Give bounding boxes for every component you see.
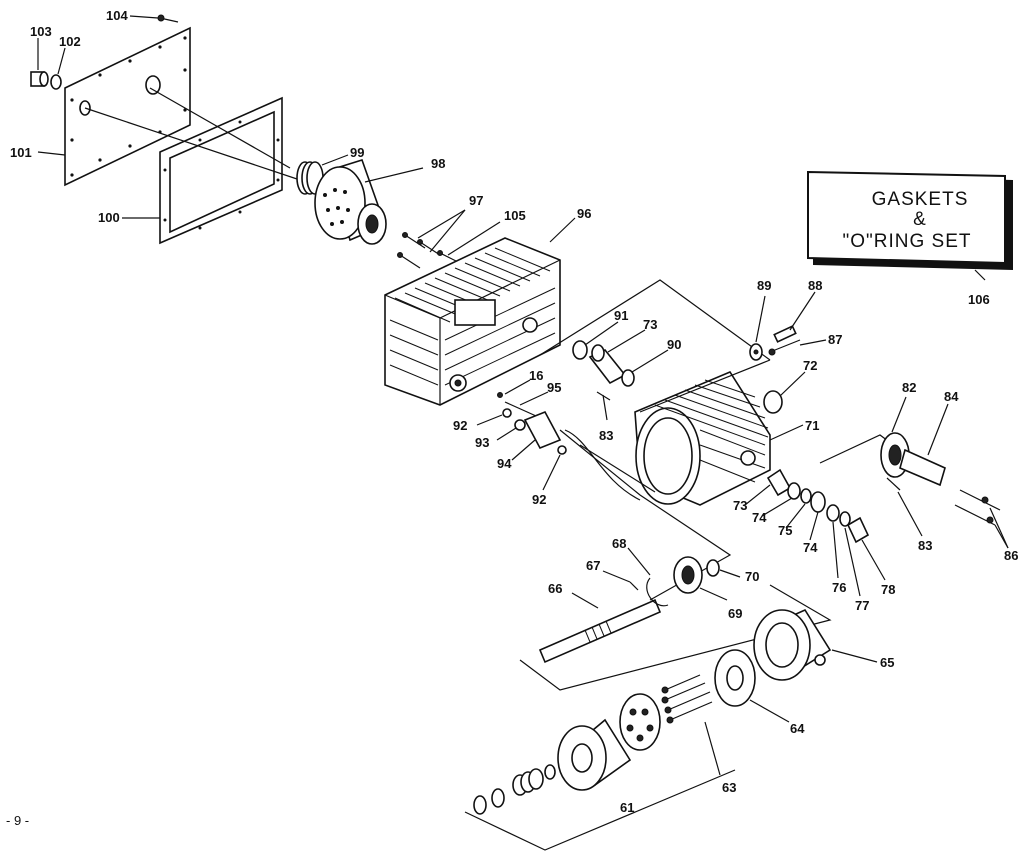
label-104: 104 [106, 8, 128, 23]
label-100: 100 [98, 210, 120, 225]
label-82: 82 [902, 380, 916, 395]
label-86: 86 [1004, 548, 1018, 563]
leader-lines [37, 15, 1009, 776]
kit-title-line2: & [913, 209, 927, 230]
label-61: 61 [620, 800, 634, 815]
label-103: 103 [30, 24, 52, 39]
label-88: 88 [808, 278, 822, 293]
page-number: - 9 - [6, 813, 29, 828]
alignment-line [149, 87, 291, 169]
label-72: 72 [803, 358, 817, 373]
part-number-labels: 103 102 104 101 100 99 98 97 105 96 89 8… [10, 8, 1018, 815]
label-78: 78 [881, 582, 895, 597]
label-66: 66 [548, 581, 562, 596]
label-70: 70 [745, 569, 759, 584]
label-74-b: 74 [803, 540, 818, 555]
filter-98 [314, 159, 387, 245]
cylinder-barrel-61 [557, 718, 632, 791]
label-83-upper: 83 [599, 428, 613, 443]
bolts-86 [954, 489, 1001, 526]
pilot-84 [899, 448, 946, 487]
label-94: 94 [497, 456, 512, 471]
label-84: 84 [944, 389, 959, 404]
seal-91 [572, 340, 588, 360]
label-74-a: 74 [752, 510, 767, 525]
label-69: 69 [728, 606, 742, 621]
label-106: 106 [968, 292, 990, 307]
housing-96 [384, 237, 561, 406]
label-16: 16 [529, 368, 543, 383]
label-73-upper: 73 [643, 317, 657, 332]
screws-97 [397, 232, 459, 269]
label-105: 105 [504, 208, 526, 223]
plug-103 [30, 71, 49, 87]
label-99: 99 [350, 145, 364, 160]
fitting-89 [749, 343, 763, 361]
label-73-lower: 73 [733, 498, 747, 513]
cover-plate-101 [64, 26, 191, 187]
seal-72 [763, 390, 783, 414]
snap-ring-68 [646, 577, 669, 607]
label-102: 102 [59, 34, 81, 49]
label-92-lower: 92 [532, 492, 546, 507]
label-92-upper: 92 [453, 418, 467, 433]
label-93: 93 [475, 435, 489, 450]
label-101: 101 [10, 145, 32, 160]
label-64: 64 [790, 721, 805, 736]
gasket-100 [159, 96, 283, 245]
kit-title-line3: "O"RING SET [843, 231, 972, 252]
thrust-plate-64 [714, 649, 756, 707]
label-96: 96 [577, 206, 591, 221]
screw-87 [768, 339, 801, 356]
key-67 [629, 581, 639, 591]
label-76: 76 [832, 580, 846, 595]
cam-ring-65 [753, 608, 832, 681]
label-95: 95 [547, 380, 561, 395]
label-77: 77 [855, 598, 869, 613]
pistons-63 [661, 674, 713, 724]
label-98: 98 [431, 156, 445, 171]
label-90: 90 [667, 337, 681, 352]
pin-90 [621, 369, 635, 387]
alignment-line [84, 107, 301, 181]
drive-shaft-66 [538, 598, 662, 664]
label-87: 87 [828, 332, 842, 347]
gaskets-o-ring-kit-box: GASKETS & "O"RING SET [807, 170, 1013, 270]
label-91: 91 [614, 308, 628, 323]
bushing-73-upper [588, 344, 627, 385]
kit-title-line1: GASKETS [872, 189, 969, 210]
bearing-69 [673, 556, 703, 594]
label-65: 65 [880, 655, 894, 670]
label-68: 68 [612, 536, 626, 551]
small-parts-valve-assembly [497, 392, 641, 501]
washer-102 [50, 74, 62, 90]
label-97: 97 [469, 193, 483, 208]
label-75: 75 [778, 523, 792, 538]
label-83-lower: 83 [918, 538, 932, 553]
label-89: 89 [757, 278, 771, 293]
spring-and-rings-61 [473, 764, 556, 815]
seal-70 [706, 559, 720, 577]
pin-83-lower [886, 477, 901, 491]
label-71: 71 [805, 418, 819, 433]
label-67: 67 [586, 558, 600, 573]
seal-stack-73-78 [766, 468, 870, 544]
screw-104 [157, 14, 179, 23]
label-63: 63 [722, 780, 736, 795]
pump-body-71 [634, 371, 771, 506]
valve-88 [773, 325, 797, 343]
valve-plate-61 [619, 693, 661, 751]
